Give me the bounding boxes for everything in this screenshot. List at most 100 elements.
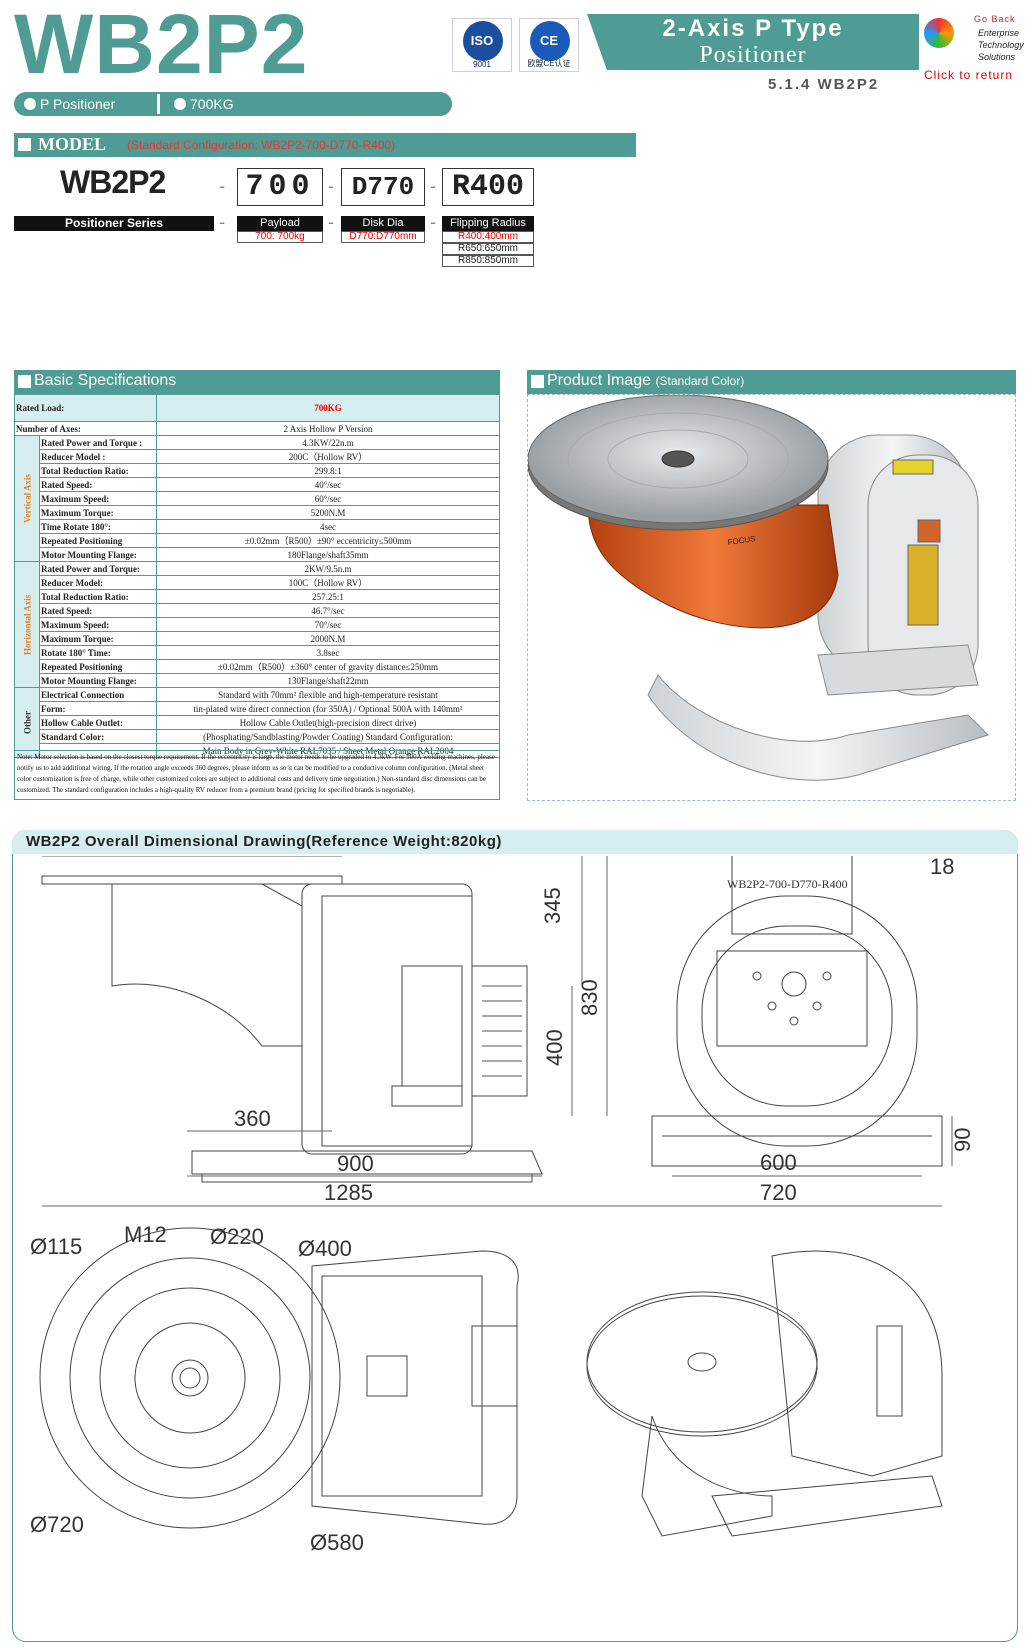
spec-value: Hollow Cable Outlet(high-precision direc… [156, 715, 500, 730]
product-image-note: (Standard Color) [655, 374, 745, 388]
spec-value: 100C（Hollow RV） [156, 575, 500, 590]
spec-value: 40°/sec [156, 477, 500, 492]
go-back-link[interactable]: Go Back [974, 14, 1016, 24]
product-image: FOCUS [527, 394, 1016, 801]
table-row: Motor Mounting Flange:130Flange/shaft22m… [15, 673, 500, 688]
spec-label: Repeated Positioning [39, 533, 157, 548]
bullet-icon [174, 98, 186, 110]
spec-value: 3.8sec [156, 645, 500, 660]
spec-note: Note: Motor selection is based on the cl… [14, 750, 500, 800]
dim-720: 720 [760, 1180, 797, 1205]
table-row: Hollow Cable Outlet:Hollow Cable Outlet(… [15, 715, 500, 730]
radius-option: R850:850mm [442, 255, 534, 267]
separator: - [430, 176, 436, 196]
dim-1285: 1285 [324, 1180, 373, 1205]
standard-configuration: (Standard Configuration: WB2P2-700-D770-… [127, 138, 396, 152]
iso-label: ISO [470, 33, 494, 48]
table-row: Number of Axes:2 Axis Hollow P Version [14, 421, 500, 436]
focus-warning-label: FOCUS [727, 534, 756, 547]
radius-option: R650:650mm [442, 243, 534, 255]
dim-18: 18 [930, 856, 954, 879]
isometric-view-drawing [587, 1251, 942, 1536]
type-subtitle: Positioner [699, 42, 807, 68]
spec-label: Motor Mounting Flange: [39, 673, 157, 688]
iso-certificate-badge: ISO 9001 [452, 18, 512, 72]
spec-label: Reducer Model: [39, 575, 157, 590]
model-section-header: MODEL (Standard Configuration: WB2P2-700… [14, 133, 636, 157]
disk-label: Disk Dia [341, 216, 425, 231]
spec-label: Electrical Connection [39, 687, 157, 702]
spec-value: 4.3KW/22n.m [156, 435, 500, 450]
group-label: Other [14, 687, 40, 758]
table-row: Total Reduction Ratio:299.8:1 [15, 463, 500, 478]
table-row: Reducer Model:100C（Hollow RV） [15, 575, 500, 590]
ce-label: CE [539, 33, 559, 48]
dim-360: 360 [234, 1106, 271, 1131]
spec-label: Maximum Torque: [39, 631, 157, 646]
dim-phi580: Ø580 [310, 1530, 364, 1555]
product-image-header: Product Image (Standard Color) [527, 370, 1016, 394]
spec-label: Rated Power and Torque: [39, 561, 157, 576]
dim-phi720: Ø720 [30, 1512, 84, 1537]
spec-value: ±0.02mm（R500）±90° eccentricity≤500mm [156, 533, 500, 548]
logo-line-enterprise: Enterprise [978, 28, 1020, 38]
square-icon [18, 138, 31, 151]
dim-phi400: Ø400 [298, 1236, 352, 1261]
table-row: Rated Speed:40°/sec [15, 477, 500, 492]
spec-value: 299.8:1 [156, 463, 500, 478]
table-row: Maximum Speed:70°/sec [15, 617, 500, 632]
dim-400: 400 [542, 1029, 567, 1066]
square-icon [531, 375, 544, 388]
flipping-radius-label: Flipping Radius [442, 216, 534, 231]
pill-positioner-type: P Positioner [20, 94, 160, 114]
spec-label: Total Reduction Ratio: [39, 463, 157, 478]
click-to-return-link[interactable]: Click to return [924, 68, 1014, 82]
separator: - [328, 212, 334, 232]
section-number: 5.1.4 WB2P2 [768, 76, 880, 93]
table-row: Maximum Torque:2000N.M [15, 631, 500, 646]
payload-option: 700: 700kg [237, 231, 323, 243]
model-code: WB2P2 [60, 164, 166, 200]
pill-load: 700KG [170, 94, 234, 114]
spec-label: Number of Axes: [14, 421, 157, 436]
disk-code-box: D770 [341, 168, 425, 206]
radius-code-box: R400 [442, 168, 534, 206]
spec-value: 2000N.M [156, 631, 500, 646]
product-image-title: Product Image (Standard Color) [547, 372, 744, 390]
payload-code-box: 700 [237, 168, 323, 206]
spec-value: 700KG [156, 394, 500, 422]
product-type-banner: 2-Axis P Type Positioner [587, 14, 919, 70]
model-title: WB2P2 [14, 0, 309, 91]
spec-label: Repeated Positioning [39, 659, 157, 674]
radius-option: R400:400mm [442, 231, 534, 243]
spec-value: Standard with 70mm² flexible and high-te… [156, 687, 500, 702]
spec-label: Maximum Speed: [39, 617, 157, 632]
pill-load-label: 700KG [190, 96, 234, 112]
spec-value: ±0.02mm（R500）±360° center of gravity dis… [156, 659, 500, 674]
separator: - [219, 212, 225, 232]
front-view-drawing [637, 856, 942, 1166]
table-row: Repeated Positioning±0.02mm（R500）±90° ec… [15, 533, 500, 548]
dim-m12: M12 [124, 1222, 167, 1247]
spec-label: Rated Load: [14, 394, 157, 422]
dimensional-drawing-header: WB2P2 Overall Dimensional Drawing(Refere… [12, 830, 1018, 854]
spec-value: 46.7°/sec [156, 603, 500, 618]
table-row: Time Rotate 180°:4sec [15, 519, 500, 534]
product-image-heading: Product Image [547, 372, 652, 389]
feature-pill-bar: P Positioner 700KG [14, 92, 452, 116]
spec-value: 180Flange/shaft35mm [156, 547, 500, 562]
spec-value: 2KW/9.5n.m [156, 561, 500, 576]
pill-type-label: P Positioner [40, 96, 116, 112]
spec-value: 257.25:1 [156, 589, 500, 604]
spec-table: Rated Load:700KG Number of Axes:2 Axis H… [14, 394, 500, 758]
table-row: Form:tin-plated wire direct connection (… [15, 701, 500, 716]
type-title: 2-Axis P Type [662, 15, 844, 42]
disk-option: D770:D770mm [341, 231, 425, 243]
ce-caption: 欧盟CE认证 [527, 59, 571, 68]
bullet-icon [24, 98, 36, 110]
spec-value: 2 Axis Hollow P Version [156, 421, 500, 436]
dimensional-drawings: 770 345 830 400 360 900 1285 18 90 600 7… [30, 856, 975, 1555]
company-logo-link[interactable]: Go Back Enterprise Technology Solutions … [922, 12, 1032, 82]
